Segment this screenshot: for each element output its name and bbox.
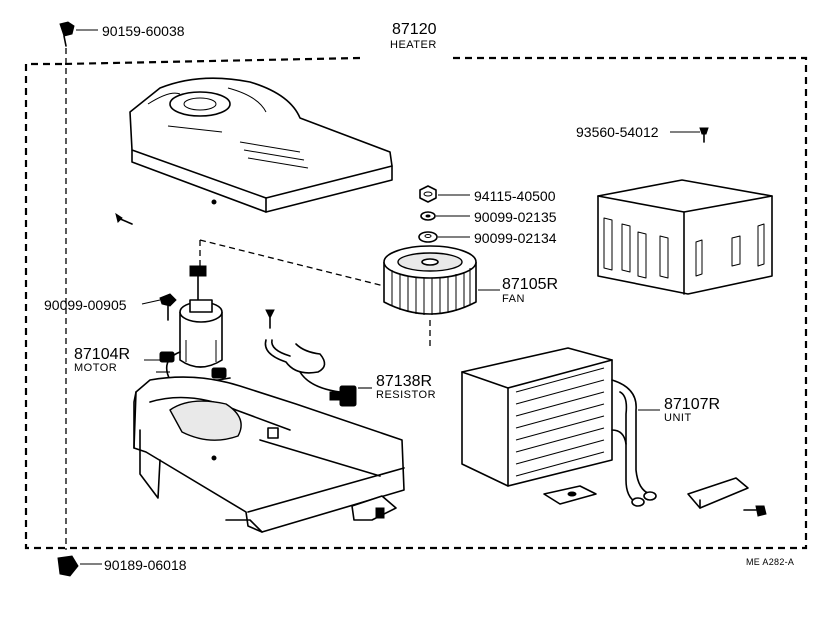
blower-motor bbox=[159, 265, 231, 383]
part-number-90099-02135: 90099-02135 bbox=[474, 209, 557, 225]
part-number-87138R: 87138R bbox=[376, 373, 433, 390]
pipe-clamp bbox=[687, 477, 749, 509]
assembly-boundary bbox=[24, 48, 808, 550]
clip-90189-06018 bbox=[57, 555, 102, 577]
part-number-93560-54012: 93560-54012 bbox=[576, 124, 659, 140]
blower-fan bbox=[383, 245, 500, 315]
bolt-90099-00905 bbox=[141, 293, 177, 321]
clip-90159-60038 bbox=[59, 21, 98, 47]
nut-94115-40500 bbox=[419, 185, 470, 203]
lower-case bbox=[133, 376, 405, 533]
part-number-90099-00905: 90099-00905 bbox=[44, 297, 127, 313]
part-name-motor: MOTOR bbox=[74, 362, 118, 374]
assembly-name: HEATER bbox=[390, 39, 437, 51]
screw-93560-54012 bbox=[670, 127, 709, 143]
part-number-90159-60038: 90159-60038 bbox=[102, 23, 185, 39]
part-number-90099-02134: 90099-02134 bbox=[474, 230, 557, 246]
washer-90099-02134 bbox=[418, 231, 470, 243]
part-name-fan: FAN bbox=[502, 293, 525, 305]
part-number-87104R: 87104R bbox=[74, 346, 131, 363]
heater-core-unit bbox=[461, 347, 660, 507]
part-number-94115-40500: 94115-40500 bbox=[474, 188, 556, 204]
drawing-code: ME A282-A bbox=[746, 557, 795, 567]
washer-90099-02135 bbox=[420, 211, 470, 221]
resistor bbox=[264, 309, 372, 407]
leader-lines bbox=[144, 359, 170, 373]
part-number-87105R: 87105R bbox=[502, 276, 559, 293]
air-duct-housing bbox=[597, 179, 773, 295]
cover-screw bbox=[115, 212, 133, 225]
part-name-unit: UNIT bbox=[664, 412, 692, 424]
upper-case-cover bbox=[129, 77, 393, 213]
part-number-87107R: 87107R bbox=[664, 396, 721, 413]
assembly-guide-lines bbox=[199, 239, 431, 350]
clamp-screw bbox=[743, 505, 767, 517]
assembly-part-number: 87120 bbox=[392, 21, 437, 38]
pipe-gasket bbox=[543, 485, 597, 505]
part-name-resistor: RESISTOR bbox=[376, 389, 437, 401]
part-number-90189-06018: 90189-06018 bbox=[104, 557, 187, 573]
